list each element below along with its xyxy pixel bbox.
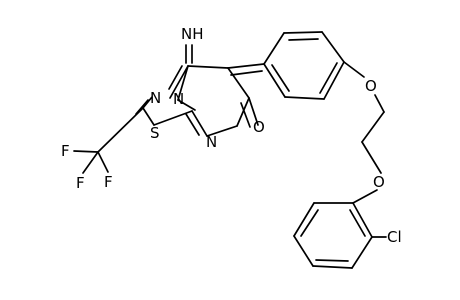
fluorine-label-1: F bbox=[61, 142, 70, 160]
imine-label: NH bbox=[181, 25, 204, 43]
aryl-ether-oxygen-label: O bbox=[365, 77, 377, 95]
fluorine-label-3: F bbox=[76, 174, 85, 192]
thiadiazole-nitrogen-label: N bbox=[150, 89, 161, 107]
fluorine-label-2: F bbox=[104, 173, 113, 191]
pyrimidine-nitrogen-label: N bbox=[206, 133, 217, 151]
bridgehead-nitrogen-label: N bbox=[173, 90, 184, 108]
bond-lines bbox=[73, 31, 387, 269]
chlorine-label: Cl bbox=[387, 228, 402, 246]
sulfur-label: S bbox=[150, 124, 160, 142]
carbonyl-oxygen-label: O bbox=[253, 118, 265, 136]
chlorophenyl-ether-oxygen-label: O bbox=[373, 173, 385, 191]
